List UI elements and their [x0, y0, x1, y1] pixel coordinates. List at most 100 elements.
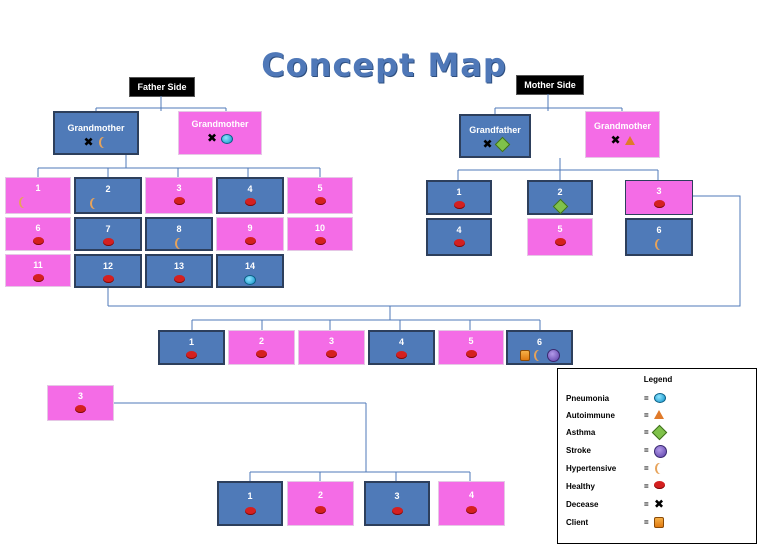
node-number: 2	[557, 187, 563, 197]
node-number: 3	[176, 183, 182, 193]
father-grandmother-1: Grandmother ✖	[53, 111, 139, 155]
hypertensive-icon	[101, 137, 109, 148]
grandparent-name: Grandmother	[67, 123, 125, 133]
healthy-icon	[244, 507, 256, 515]
legend-equals: =	[644, 464, 649, 473]
sibling-1: 1	[158, 330, 225, 365]
decease-icon: ✖	[654, 497, 665, 511]
healthy-icon	[554, 238, 566, 246]
node-number: 10	[314, 223, 325, 233]
father-child-14: 14	[216, 254, 284, 288]
client-child-1: 1	[217, 481, 283, 526]
stroke-icon	[654, 445, 667, 458]
node-number: 6	[656, 225, 662, 235]
asthma-icon	[494, 136, 510, 153]
mother-child-5: 5	[527, 218, 593, 256]
legend-equals: =	[644, 446, 649, 455]
healthy-icon	[465, 350, 477, 358]
node-number: 5	[557, 224, 563, 234]
healthy-icon	[256, 350, 267, 358]
healthy-icon	[315, 506, 326, 514]
sibling-2: 2	[228, 330, 295, 365]
mother-grandfather: Grandfather ✖	[459, 114, 531, 158]
healthy-icon	[173, 275, 185, 283]
mother-child-6: 6	[625, 218, 693, 256]
healthy-icon	[244, 198, 256, 206]
legend-label: Healthy	[566, 482, 595, 491]
mother-child-4: 4	[426, 218, 492, 256]
pneumonia-icon	[221, 133, 234, 144]
father-child-6: 6	[5, 217, 71, 251]
legend-label: Pneumonia	[566, 394, 610, 403]
node-number: 11	[33, 260, 43, 270]
father-child-13: 13	[145, 254, 213, 288]
client-icon	[519, 350, 530, 361]
node-number: 2	[317, 490, 323, 500]
node-number: 5	[468, 336, 474, 346]
decease-icon: ✖	[482, 137, 493, 151]
healthy-icon	[102, 238, 114, 246]
legend-label: Hypertensive	[566, 464, 617, 473]
hypertensive-icon	[92, 198, 100, 209]
legend-item-hypertensive: Hypertensive =	[566, 461, 746, 477]
father-child-9: 9	[216, 217, 284, 251]
healthy-icon	[314, 197, 326, 205]
legend-equals: =	[644, 428, 649, 437]
hypertensive-icon	[177, 238, 185, 249]
father-side-label: Father Side	[129, 77, 195, 97]
pneumonia-icon	[244, 275, 256, 285]
father-child-5: 5	[287, 177, 353, 214]
hypertensive-icon	[657, 239, 665, 250]
legend-item-healthy: Healthy =	[566, 479, 746, 495]
mother-child-2: 2	[527, 180, 593, 215]
node-number: 2	[105, 184, 111, 194]
legend-label: Decease	[566, 500, 599, 509]
mother-child-3: 3	[625, 180, 693, 215]
node-number: 8	[176, 224, 182, 234]
healthy-icon	[314, 237, 326, 245]
node-number: 4	[398, 337, 404, 347]
page-title: Concept Map	[261, 46, 507, 84]
healthy-icon	[32, 237, 44, 245]
node-number: 3	[328, 336, 334, 346]
node-number: 6	[536, 337, 542, 347]
node-number: 3	[77, 391, 83, 401]
healthy-icon	[75, 405, 86, 413]
healthy-icon	[32, 274, 44, 282]
legend-item-client: Client=	[566, 515, 746, 531]
legend-label: Stroke	[566, 446, 591, 455]
legend: Legend Pneumonia= Autoimmune= Asthma= St…	[557, 368, 757, 544]
healthy-icon	[186, 351, 197, 359]
hypertensive-icon	[657, 463, 665, 474]
client-icon	[654, 517, 664, 528]
node-number: 5	[317, 183, 323, 193]
father-child-2: 2	[74, 177, 142, 214]
legend-item-decease: Decease = ✖	[566, 497, 746, 513]
decease-icon: ✖	[206, 131, 218, 145]
legend-equals: =	[644, 500, 649, 509]
sibling-3: 3	[298, 330, 365, 365]
father-child-3: 3	[145, 177, 213, 214]
legend-equals: =	[644, 394, 649, 403]
autoimmune-icon	[624, 136, 635, 145]
legend-item-stroke: Stroke =	[566, 443, 746, 459]
legend-item-asthma: Asthma =	[566, 424, 746, 441]
legend-item-autoimmune: Autoimmune=	[566, 408, 746, 424]
mother-grandmother: Grandmother ✖	[585, 111, 660, 158]
father-child-11: 11	[5, 254, 71, 287]
father-child-12: 12	[74, 254, 142, 288]
mother-side-label: Mother Side	[516, 75, 584, 95]
healthy-icon	[653, 200, 665, 208]
healthy-icon	[453, 239, 465, 247]
father-child-1: 1	[5, 177, 71, 214]
decease-icon: ✖	[610, 133, 621, 147]
client-child-2: 2	[287, 481, 354, 526]
legend-equals: =	[644, 482, 649, 491]
legend-label: Asthma	[566, 428, 596, 437]
healthy-icon	[173, 197, 185, 205]
father-child-4: 4	[216, 177, 284, 214]
healthy-icon	[654, 481, 665, 489]
node-number: 3	[656, 186, 662, 196]
healthy-icon	[102, 275, 114, 283]
autoimmune-icon	[654, 410, 664, 419]
